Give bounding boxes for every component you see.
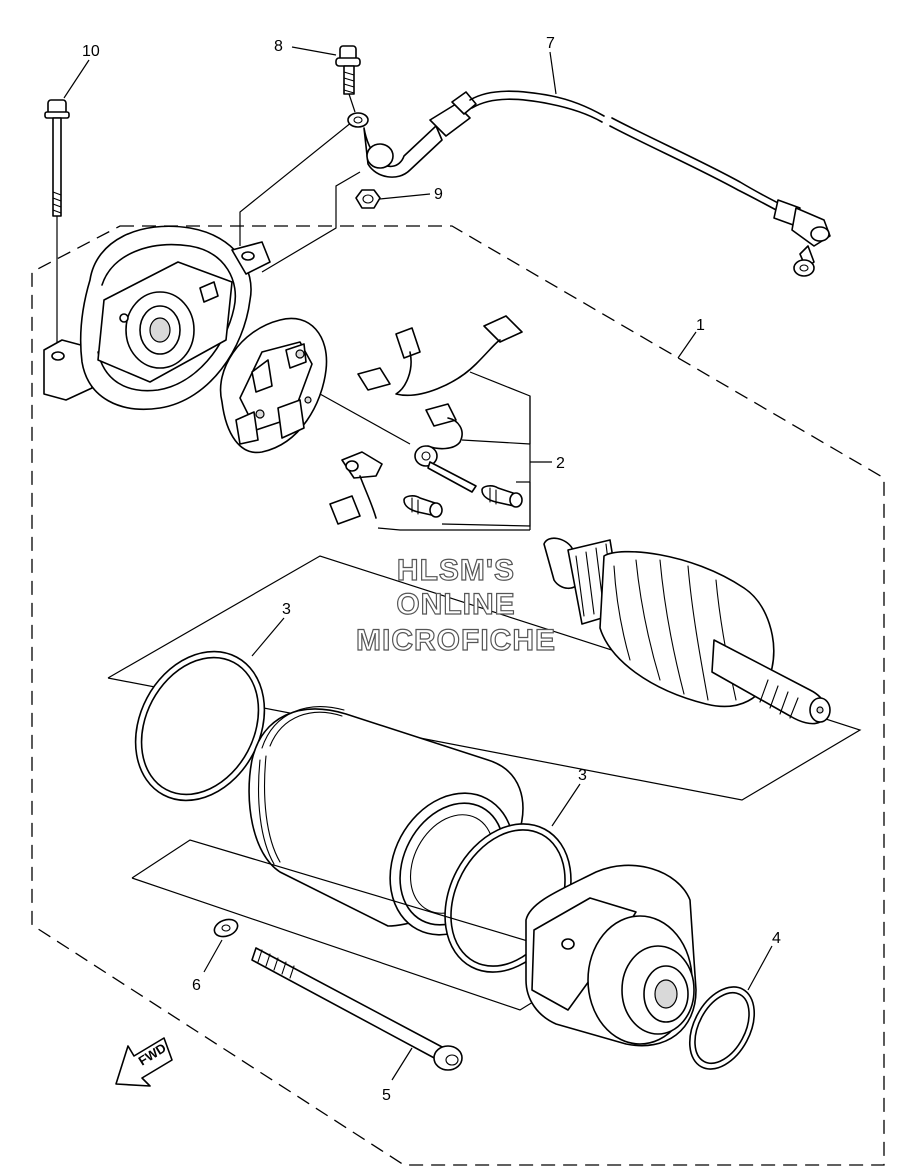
armature: [107, 537, 862, 801]
nut-part-9: [355, 189, 381, 209]
callout-9: 9: [434, 186, 443, 203]
callout-6: 6: [192, 977, 201, 994]
rear-cover: [131, 839, 697, 1047]
callout-3-upper: 3: [282, 601, 291, 618]
callout-4: 4: [772, 930, 781, 947]
o-ring-part-4: [688, 986, 756, 1070]
watermark-line-2: ONLINE: [396, 588, 515, 621]
callout-leaders: [63, 46, 773, 1081]
forward-direction-arrow: FWD: [115, 1037, 173, 1087]
front-cover: [43, 225, 271, 410]
callout-2: 2: [556, 455, 565, 472]
brush-holder-axis: [319, 393, 411, 445]
o-ring-upper-part-3: [134, 650, 266, 802]
cable-mount-leaders: [239, 121, 361, 273]
washer-part-6: [213, 918, 239, 938]
callout-5: 5: [382, 1087, 391, 1104]
callout-8: 8: [274, 38, 283, 55]
callout-1: 1: [696, 317, 705, 334]
brush-holder: [219, 317, 328, 454]
callout-3-lower: 3: [578, 767, 587, 784]
callout-7: 7: [546, 35, 555, 52]
brush-set-part-2: [329, 315, 552, 531]
watermark: HLSM'S ONLINE MICROFICHE: [355, 553, 556, 657]
callout-10: 10: [82, 43, 100, 60]
watermark-line-1: HLSM'S: [397, 554, 515, 587]
starter-cable-part-7: [347, 90, 831, 277]
watermark-line-3: MICROFICHE: [356, 624, 556, 657]
long-bolt-part-10: [44, 99, 70, 345]
through-bolt-part-5: [251, 947, 463, 1071]
bolt-part-8: [335, 45, 361, 113]
